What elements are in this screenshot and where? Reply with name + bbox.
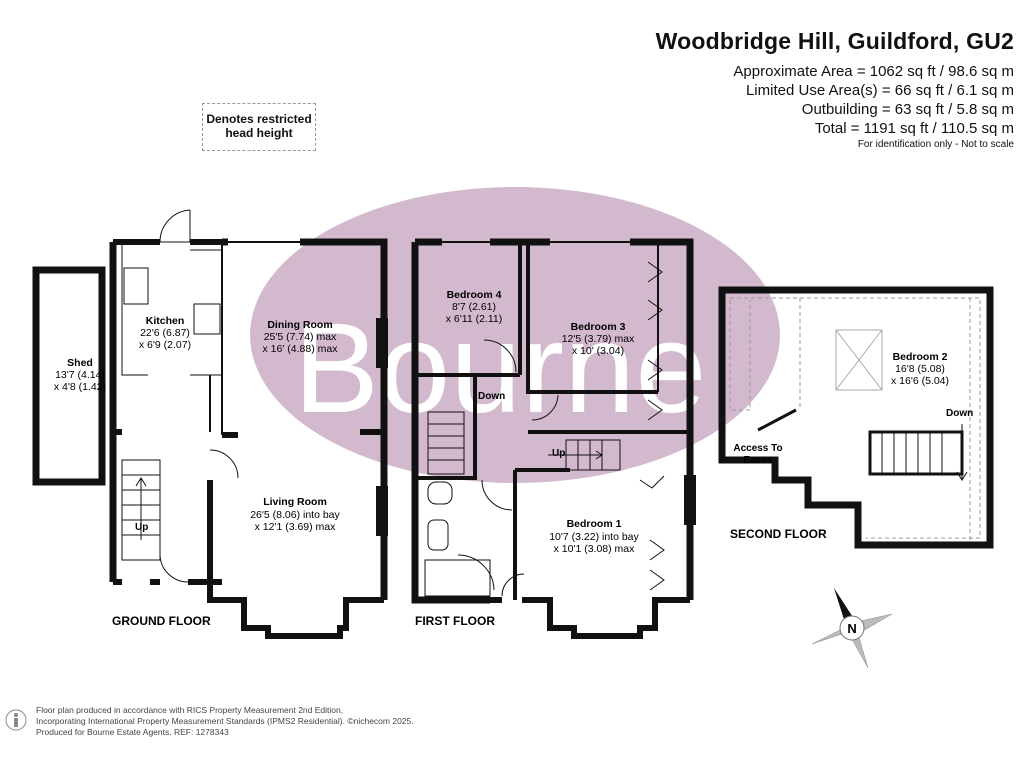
restricted-height-legend: Denotes restricted head height — [202, 103, 316, 151]
kitchen-dim1: 22'6 (6.87) — [140, 327, 190, 339]
bed1-dim2: x 10'1 (3.08) max — [554, 543, 636, 555]
room-labels: Shed 13'7 (4.14) x 4'8 (1.42) Kitchen 22… — [54, 289, 973, 555]
eaves-label-2: Eaves — [744, 455, 773, 466]
scale-note: For identification only - Not to scale — [857, 139, 1014, 150]
dining-dim2: x 16' (4.88) max — [263, 343, 339, 355]
eaves-label-1: Access To — [733, 443, 782, 454]
hob — [193, 303, 221, 335]
compass-icon: N — [811, 588, 893, 669]
first-down-label: Down — [478, 391, 505, 402]
bed1-name: Bedroom 1 — [567, 518, 622, 530]
shed-walls — [32, 266, 106, 486]
property-title: Woodbridge Hill, Guildford, GU2 — [655, 28, 1014, 54]
second-down-label: Down — [946, 408, 973, 419]
dining-dim1: 25'5 (7.74) max — [264, 331, 337, 343]
approximate-area: Approximate Area = 1062 sq ft / 98.6 sq … — [733, 63, 1014, 80]
footer-line-1: Floor plan produced in accordance with R… — [36, 705, 344, 715]
total-area: Total = 1191 sq ft / 110.5 sq m — [814, 120, 1014, 137]
bed3-dim1: 12'5 (3.79) max — [562, 333, 635, 345]
watermark-text: Bourne — [294, 297, 707, 440]
bed4-dim1: 8'7 (2.61) — [452, 301, 496, 313]
bed3-dim2: x 10' (3.04) — [572, 345, 624, 357]
living-dim2: x 12'1 (3.69) max — [255, 521, 337, 533]
shed-name: Shed — [67, 357, 93, 369]
bed2-dim1: 16'8 (5.08) — [895, 363, 945, 375]
dining-name: Dining Room — [267, 319, 332, 331]
person-icon — [5, 709, 27, 731]
bed2-dim2: x 16'6 (5.04) — [891, 375, 949, 387]
footer-line-3: Produced for Bourne Estate Agents. REF: … — [36, 727, 229, 737]
legend-line-2: head height — [225, 126, 293, 140]
ground-floor-label: GROUND FLOOR — [112, 614, 211, 628]
bed3-name: Bedroom 3 — [571, 321, 626, 333]
second-floor-plan — [718, 286, 994, 549]
first-up-label: Up — [552, 448, 565, 459]
outbuilding-area: Outbuilding = 63 sq ft / 5.8 sq m — [801, 101, 1014, 118]
bed1-dim1: 10'7 (3.22) into bay — [549, 531, 639, 543]
kitchen-dim2: x 6'9 (2.07) — [139, 339, 191, 351]
compass-north: N — [847, 621, 856, 636]
bed4-name: Bedroom 4 — [447, 289, 502, 301]
sink — [123, 267, 149, 305]
shed-dim2: x 4'8 (1.42) — [54, 381, 106, 393]
second-floor-label: SECOND FLOOR — [730, 527, 827, 541]
ground-up-label: Up — [135, 522, 148, 533]
bed4-dim2: x 6'11 (2.11) — [446, 313, 502, 325]
limited-use-area: Limited Use Area(s) = 66 sq ft / 6.1 sq … — [745, 82, 1014, 99]
kitchen-name: Kitchen — [146, 315, 185, 327]
first-floor-plan — [411, 238, 696, 639]
first-floor-label: FIRST FLOOR — [415, 614, 495, 628]
shed-dim1: 13'7 (4.14) — [55, 369, 105, 381]
bed2-name: Bedroom 2 — [893, 351, 948, 363]
footer-line-2: Incorporating International Property Mea… — [36, 716, 414, 726]
ground-floor-plan — [32, 209, 388, 639]
living-name: Living Room — [263, 496, 327, 508]
legend-line-1: Denotes restricted — [206, 112, 312, 126]
living-dim1: 26'5 (8.06) into bay — [250, 509, 340, 521]
